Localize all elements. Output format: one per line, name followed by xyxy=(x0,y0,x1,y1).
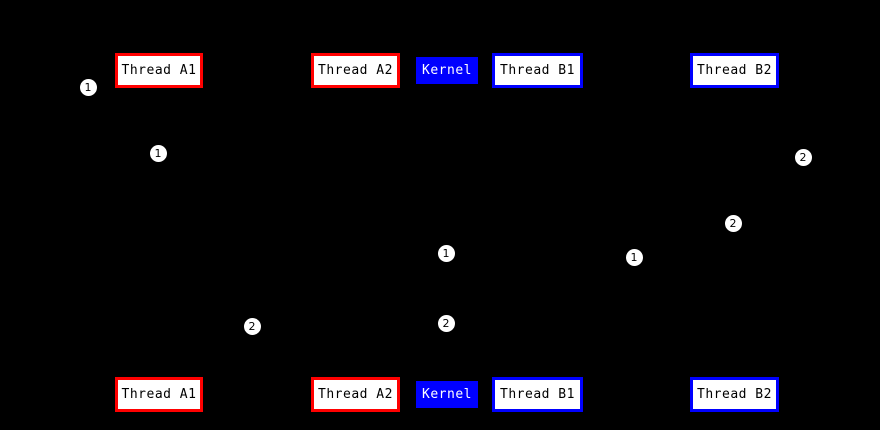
step-marker-1: 1 xyxy=(436,243,456,263)
participant-label: Thread A2 xyxy=(318,387,393,402)
participant-bottom-thread-a2[interactable]: Thread A2 xyxy=(311,377,400,412)
lifeline xyxy=(447,84,449,381)
lifeline xyxy=(734,88,736,377)
participant-bottom-thread-a1[interactable]: Thread A1 xyxy=(115,377,203,412)
participant-top-thread-b2[interactable]: Thread B2 xyxy=(690,53,779,88)
participant-bottom-kernel[interactable]: Kernel xyxy=(416,381,478,408)
message-arrow xyxy=(159,153,355,154)
participant-label: Thread B1 xyxy=(500,387,575,402)
participant-bottom-thread-b2[interactable]: Thread B2 xyxy=(690,377,779,412)
message-arrow xyxy=(734,157,803,158)
step-marker-2: 2 xyxy=(723,213,743,233)
lifeline xyxy=(537,88,539,377)
participant-label: Kernel xyxy=(422,63,472,78)
message-arrow xyxy=(355,323,447,324)
step-marker-2: 2 xyxy=(793,147,813,167)
participant-bottom-thread-b1[interactable]: Thread B1 xyxy=(492,377,583,412)
participant-top-thread-a1[interactable]: Thread A1 xyxy=(115,53,203,88)
step-marker-1: 1 xyxy=(624,247,644,267)
participant-top-thread-a2[interactable]: Thread A2 xyxy=(311,53,400,88)
participant-top-kernel[interactable]: Kernel xyxy=(416,57,478,84)
participant-top-thread-b1[interactable]: Thread B1 xyxy=(492,53,583,88)
step-marker-1: 1 xyxy=(148,143,168,163)
message-arrow xyxy=(447,253,537,254)
participant-label: Thread A1 xyxy=(121,387,197,402)
step-marker-2: 2 xyxy=(242,316,262,336)
lifeline xyxy=(355,88,357,377)
step-marker-1: 1 xyxy=(78,77,98,97)
participant-label: Kernel xyxy=(422,387,472,402)
participant-label: Thread A1 xyxy=(121,63,197,78)
participant-label: Thread B2 xyxy=(697,63,772,78)
participant-label: Thread A2 xyxy=(318,63,393,78)
lifeline xyxy=(159,88,161,377)
message-arrow xyxy=(537,223,734,224)
participant-label: Thread B2 xyxy=(697,387,772,402)
participant-label: Thread B1 xyxy=(500,63,575,78)
step-marker-2: 2 xyxy=(436,313,456,333)
